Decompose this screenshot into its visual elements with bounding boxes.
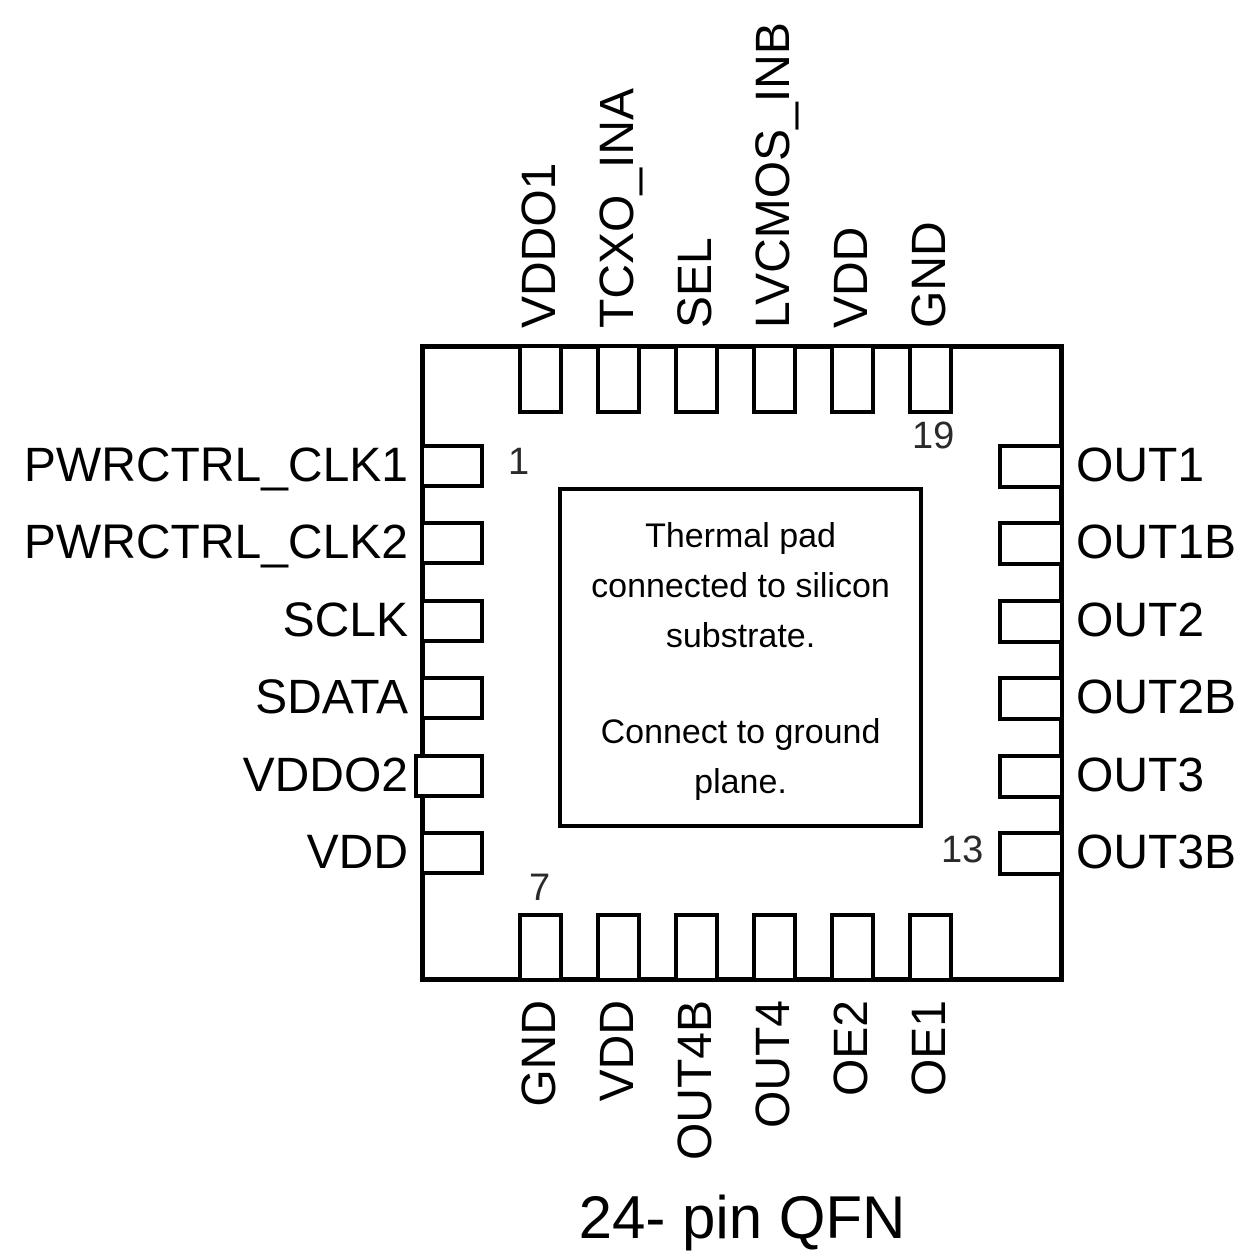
pin-label-out3b: OUT3B <box>1076 826 1237 879</box>
pin-bottom-out4b <box>674 913 719 982</box>
pin-sclk <box>420 599 484 643</box>
pin-label-bottom-out4: OUT4 <box>747 1000 800 1129</box>
thermal-pad-text-line: Connect to ground <box>600 713 881 751</box>
pin-label-pwrctrl_clk2: PWRCTRL_CLK2 <box>23 516 408 569</box>
thermal-pad-text-line: connected to silicon <box>591 567 890 605</box>
pin-label-top-vdd: VDD <box>825 226 878 328</box>
pin-out3b <box>998 831 1064 876</box>
pin-number-7: 7 <box>529 867 551 909</box>
pin-label-bottom-oe1: OE1 <box>903 1000 956 1097</box>
thermal-pad: Thermal pad connected to silicon substrate… <box>558 487 923 828</box>
pin-top-gnd <box>908 344 953 414</box>
pin-top-lvcmos_inb <box>752 344 797 414</box>
pin-label-pwrctrl_clk1: PWRCTRL_CLK1 <box>23 439 408 492</box>
pin-label-out2b: OUT2B <box>1076 671 1237 724</box>
pin-out2b <box>998 676 1064 721</box>
pin-out1 <box>998 444 1064 489</box>
pin-out2 <box>998 599 1064 644</box>
pin-top-tcxo_ina <box>596 344 641 414</box>
thermal-pad-text-line: substrate. <box>665 617 816 655</box>
pin-bottom-out4 <box>752 913 797 982</box>
package-caption: 24- pin QFN <box>578 1184 906 1251</box>
thermal-pad-text-line: Thermal pad <box>645 517 836 555</box>
pin-label-bottom-vdd: VDD <box>591 1000 644 1102</box>
pin-number-13: 13 <box>941 829 984 871</box>
pin-bottom-gnd <box>518 913 563 982</box>
pin-label-out3: OUT3 <box>1076 749 1205 802</box>
pin-bottom-vdd <box>596 913 641 982</box>
pin-number-19: 19 <box>912 415 955 457</box>
pin-label-out1: OUT1 <box>1076 439 1205 492</box>
pin-label-top-sel: SEL <box>669 237 722 328</box>
pin-label-top-gnd: GND <box>903 221 956 328</box>
pin-vdd <box>420 831 484 875</box>
pin-label-bottom-out4b: OUT4B <box>669 1000 722 1161</box>
pin-label-sdata: SDATA <box>255 671 408 724</box>
pin-top-vddo1 <box>518 344 563 414</box>
pin-label-bottom-oe2: OE2 <box>825 1000 878 1097</box>
pin-out3 <box>998 754 1064 799</box>
pin-bottom-oe2 <box>830 913 875 982</box>
thermal-pad-note-substrate: Thermal pad connected to silicon substrate… <box>562 511 919 661</box>
pin-out1b <box>998 521 1064 566</box>
pin-label-out1b: OUT1B <box>1076 516 1237 569</box>
thermal-pad-note-ground: Connect to ground plane. <box>562 707 919 807</box>
pin-label-bottom-gnd: GND <box>513 1000 566 1107</box>
pin-label-vddo2: VDDO2 <box>242 749 408 802</box>
pin-top-sel <box>674 344 719 414</box>
pin-pwrctrl_clk2 <box>420 521 484 565</box>
pin-bottom-oe1 <box>908 913 953 982</box>
pin-number-1: 1 <box>508 441 530 483</box>
pin-label-top-vddo1: VDDO1 <box>513 162 566 328</box>
pin-sdata <box>420 676 484 720</box>
pin-label-top-tcxo_ina: TCXO_INA <box>591 87 644 328</box>
pin-top-vdd <box>830 344 875 414</box>
pin-label-top-lvcmos_inb: LVCMOS_INB <box>747 22 800 328</box>
thermal-pad-text-line: plane. <box>694 763 787 801</box>
pin-vddo2 <box>414 754 484 798</box>
pin-pwrctrl_clk1 <box>420 444 484 488</box>
pin-label-vdd: VDD <box>306 826 408 879</box>
pin-label-out2: OUT2 <box>1076 594 1205 647</box>
pin-label-sclk: SCLK <box>282 594 408 647</box>
